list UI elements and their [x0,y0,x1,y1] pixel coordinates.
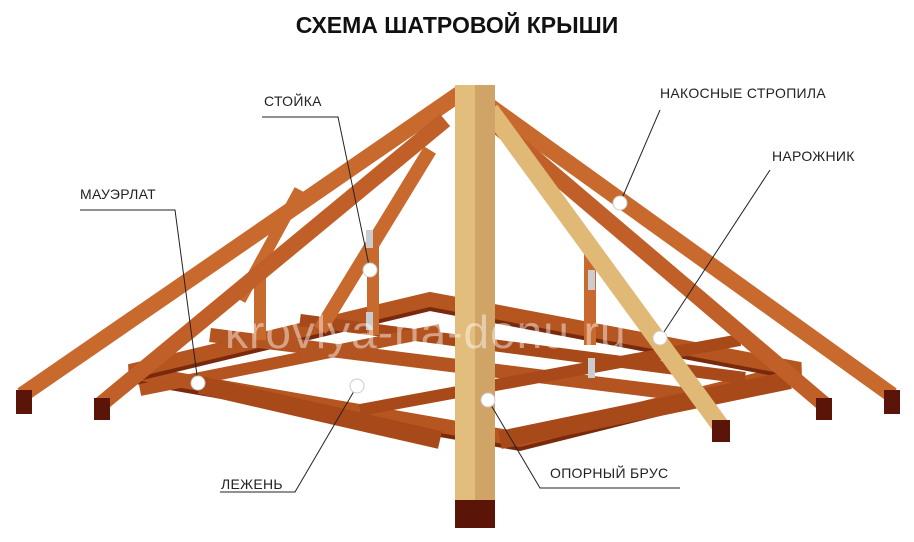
label-opornyi-brus: ОПОРНЫЙ БРУС [550,465,669,481]
rafters [17,85,897,434]
label-stoyka: СТОЙКА [264,93,322,109]
watermark: krovlya-na-donu.ru [225,306,627,358]
metal-brackets [366,230,595,378]
leader-lines [80,109,771,493]
callout-dots [190,195,668,408]
label-lezhen: ЛЕЖЕНЬ [221,476,283,492]
diagram-title: СХЕМА ШАТРОВОЙ КРЫШИ [295,12,619,38]
label-mauerlat: МАУЭРЛАТ [80,186,156,202]
label-nakosnye-stropila: НАКОСНЫЕ СТРОПИЛА [660,85,827,101]
label-narozhnik: НАРОЖНИК [772,148,855,164]
rafter-ends [16,390,900,442]
central-post [455,85,495,528]
